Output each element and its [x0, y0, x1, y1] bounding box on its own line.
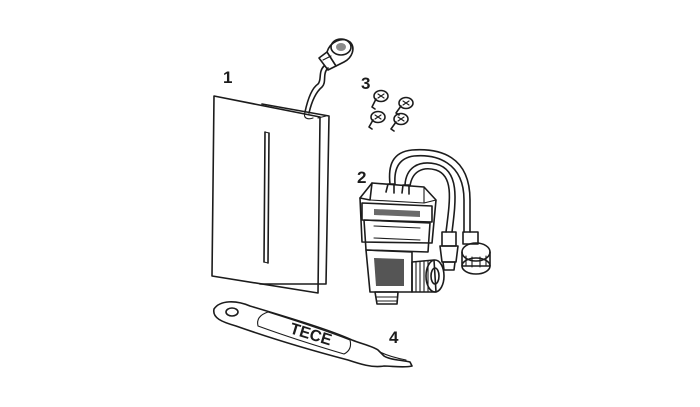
screw: [371, 89, 389, 110]
panel-connector: [318, 38, 354, 71]
screws: [368, 89, 414, 132]
label-tool: 4: [389, 328, 399, 347]
actuator-connector-right: [461, 231, 491, 275]
actuator-unit: [359, 182, 445, 305]
screw: [390, 112, 409, 132]
label-panel: 1: [223, 68, 232, 87]
label-screws: 3: [361, 74, 370, 93]
mounting-tool: TECE: [212, 301, 413, 368]
screw: [395, 96, 414, 116]
label-actuator: 2: [357, 168, 366, 187]
screw: [368, 110, 386, 130]
actuator-cables: [388, 148, 471, 233]
panel-cable: [303, 38, 354, 120]
flush-panel: [211, 95, 330, 294]
actuator-connector-left: [439, 231, 459, 271]
